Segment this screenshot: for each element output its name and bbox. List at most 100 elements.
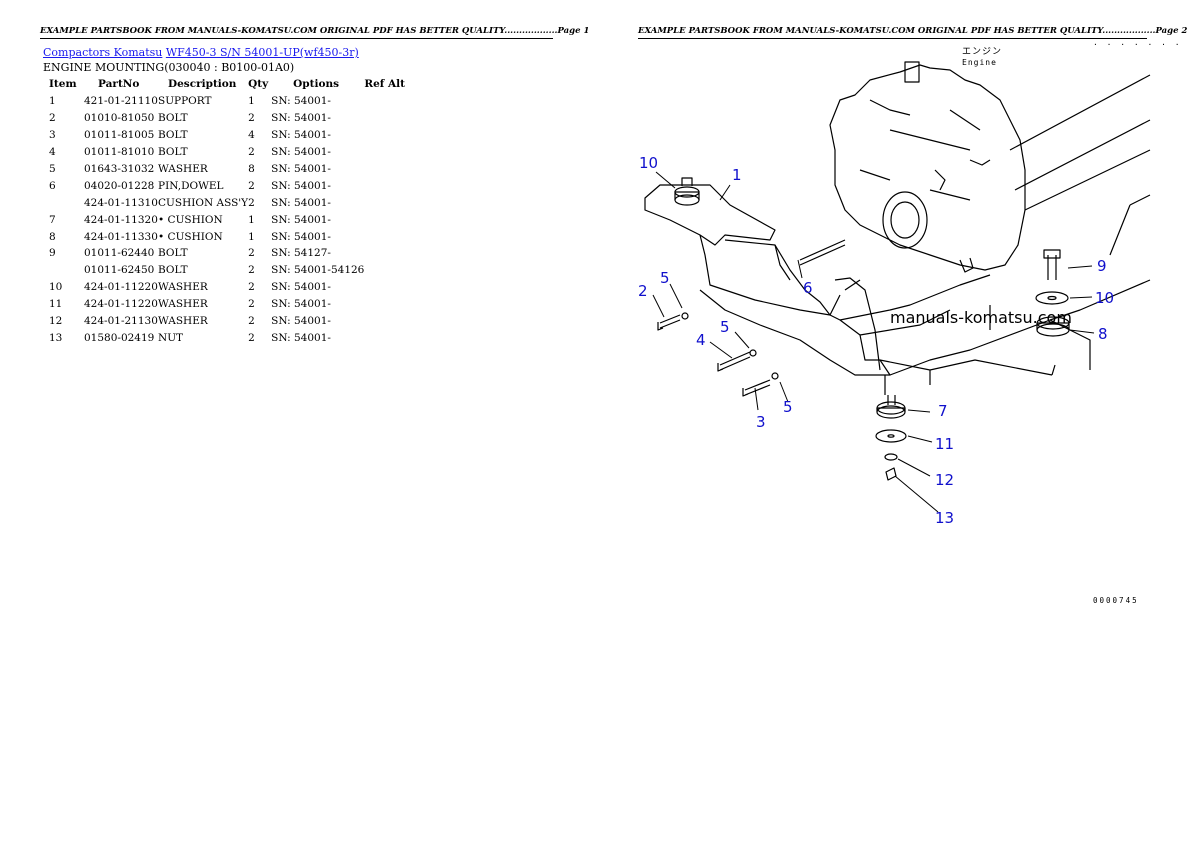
cell-description: BOLT <box>158 129 188 142</box>
callout-6: 6 <box>803 279 813 297</box>
cell-ref-alt <box>364 127 414 144</box>
engine-outline <box>829 61 1151 273</box>
cell-partno: 01011-81010 <box>84 146 155 159</box>
cell-ref-alt <box>364 329 414 346</box>
cell-qty: 1 <box>248 213 255 226</box>
diagram-corner-marks: · · · · · · · <box>1093 40 1182 49</box>
table-header-row: Item PartNo Description Qty Options Ref … <box>43 77 414 93</box>
callout-8: 8 <box>1098 325 1108 343</box>
col-header-item: Item <box>49 78 77 90</box>
cell-item <box>43 194 84 211</box>
callout-2: 2 <box>638 282 648 300</box>
watermark: manuals-komatsu.com <box>890 308 1072 327</box>
cell-description: WASHER <box>158 298 208 311</box>
cell-partno: 01011-62450 <box>84 264 155 277</box>
col-header-ref-alt: Ref Alt <box>364 78 405 90</box>
figure-code: 0000745 <box>1093 596 1139 605</box>
col-header-partno: PartNo <box>98 78 140 90</box>
engine-label-jp: エンジン <box>962 47 1003 57</box>
cell-item: 1 <box>49 95 56 108</box>
cell-ref-alt <box>364 110 414 127</box>
cell-ref-alt <box>364 228 414 245</box>
breadcrumb-link-model[interactable]: WF450-3 S/N 54001-UP(wf450-3r) <box>165 46 359 59</box>
cell-partno: 424-01-11330 <box>84 230 158 243</box>
cell-qty: 2 <box>248 281 255 294</box>
cell-qty: 2 <box>248 196 255 209</box>
callout-5: 5 <box>720 318 730 336</box>
cell-partno: 424-01-11220 <box>84 281 158 294</box>
cell-ref-alt <box>364 262 414 279</box>
cell-ref-alt <box>364 144 414 161</box>
cell-options: SN: 54001- <box>271 281 331 294</box>
cell-item: 7 <box>49 213 56 226</box>
cell-description: BOLT <box>158 247 188 260</box>
cell-item: 8 <box>49 230 56 243</box>
callout-11: 11 <box>935 435 955 453</box>
cell-qty: 2 <box>248 112 255 125</box>
callout-7: 7 <box>938 402 948 420</box>
cell-partno: 01011-62440 <box>84 247 155 260</box>
callout-leaders <box>652 171 1095 513</box>
callout-12: 12 <box>935 471 955 489</box>
cell-options: SN: 54001- <box>271 146 331 159</box>
cell-qty: 8 <box>248 163 255 175</box>
cell-qty: 1 <box>248 230 255 243</box>
cell-item: 13 <box>49 331 63 344</box>
cell-options: SN: 54001- <box>271 179 331 192</box>
cell-ref-alt <box>364 177 414 194</box>
cell-description: BOLT <box>158 146 188 159</box>
cell-partno: 01011-81005 <box>84 129 155 142</box>
cell-item: 2 <box>49 112 56 125</box>
cell-description: • CUSHION <box>158 213 223 226</box>
breadcrumb: Compactors Komatsu WF450-3 S/N 54001-UP(… <box>43 46 359 59</box>
page-header-1: EXAMPLE PARTSBOOK FROM MANUALS-KOMATSU.C… <box>40 26 589 39</box>
breadcrumb-link-compactors[interactable]: Compactors Komatsu <box>43 46 163 59</box>
cell-partno: 424-01-11220 <box>84 298 158 311</box>
parts-table: Item PartNo Description Qty Options Ref … <box>43 77 414 346</box>
callout-4: 4 <box>696 331 706 349</box>
cell-item: 11 <box>49 298 63 311</box>
cell-qty: 2 <box>248 179 255 192</box>
cell-options: SN: 54001- <box>271 112 331 125</box>
cell-options: SN: 54001- <box>271 129 331 142</box>
callout-5: 5 <box>783 398 793 416</box>
cell-ref-alt <box>364 93 414 110</box>
cell-description: WASHER <box>158 315 208 328</box>
cell-options: SN: 54001- <box>271 298 331 311</box>
cell-ref-alt <box>364 161 414 178</box>
cell-item: 6 <box>49 179 56 192</box>
table-row: 8 424-01-11330• CUSHION 1 SN: 54001- <box>43 228 414 245</box>
cell-options: SN: 54001- <box>271 230 331 243</box>
callout-1: 1 <box>732 166 742 184</box>
cell-qty: 2 <box>248 247 255 260</box>
cell-description: WASHER <box>158 163 208 175</box>
cell-description: • CUSHION <box>158 230 223 243</box>
cell-partno: 424-01-21130 <box>84 315 158 328</box>
cell-options: SN: 54001- <box>271 331 331 344</box>
mounting-bolts <box>657 177 1070 481</box>
cell-partno: 424-01-11310 <box>84 196 158 209</box>
engine-label-en: Engine <box>962 58 997 67</box>
page-header-2: EXAMPLE PARTSBOOK FROM MANUALS-KOMATSU.C… <box>638 26 1187 39</box>
cell-qty: 2 <box>248 264 255 277</box>
col-header-options: Options <box>293 78 340 90</box>
cell-options: SN: 54001-54126 <box>271 264 365 277</box>
cell-qty: 1 <box>248 95 255 108</box>
cell-partno: 04020-01228 <box>84 179 155 192</box>
col-header-qty: Qty <box>248 78 269 90</box>
cell-item <box>43 262 84 279</box>
cell-item: 4 <box>49 146 56 159</box>
cell-description: PIN,DOWEL <box>158 179 224 192</box>
cell-item: 10 <box>49 281 63 294</box>
cell-options: SN: 54001- <box>271 196 331 209</box>
cell-options: SN: 54001- <box>271 95 331 108</box>
